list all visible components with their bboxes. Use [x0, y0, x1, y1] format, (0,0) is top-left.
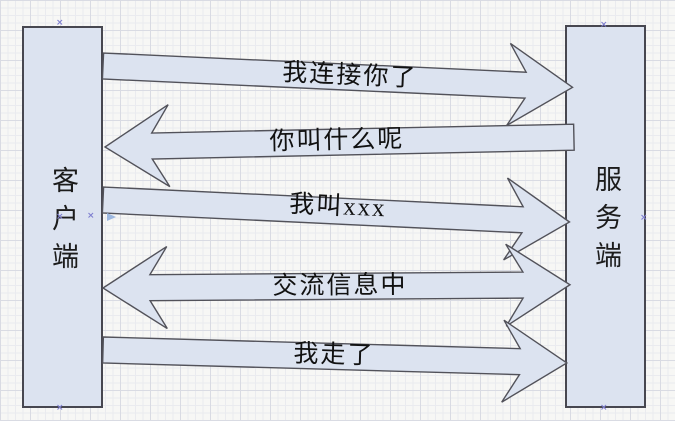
connection-point-x-icon: × — [87, 211, 95, 221]
message-arrow-3[interactable]: 我叫xxx — [101, 159, 571, 263]
connection-point-x-icon: × — [56, 212, 64, 222]
right-arrow-shape[interactable] — [101, 25, 574, 128]
server-box[interactable]: 服务端 — [565, 25, 646, 408]
message-arrow-1[interactable]: 我连接你了 — [101, 25, 574, 128]
left-arrow-shape[interactable] — [103, 96, 575, 188]
right-arrow-shape[interactable] — [101, 159, 571, 263]
message-arrow-4[interactable]: 交流信息中 — [101, 243, 572, 330]
connection-point-x-icon: × — [600, 403, 608, 413]
server-box-label: 服务端 — [591, 165, 621, 279]
client-box-label: 客户端 — [48, 165, 78, 280]
autoconnect-arrow-icon[interactable] — [107, 213, 116, 221]
message-label-3: 我叫xxx — [289, 190, 388, 223]
message-label-4: 交流信息中 — [272, 271, 407, 300]
connection-point-x-icon: × — [640, 213, 648, 223]
connection-point-x-icon: × — [600, 20, 608, 30]
message-arrow-2[interactable]: 你叫什么呢 — [103, 96, 575, 188]
connection-point-x-icon: × — [56, 403, 64, 413]
message-label-2: 你叫什么呢 — [269, 125, 405, 156]
right-arrow-shape[interactable] — [101, 309, 569, 404]
client-box[interactable]: 客户端 — [22, 26, 103, 408]
double-arrow-shape[interactable] — [101, 243, 572, 330]
message-arrow-5[interactable]: 我走了 — [101, 309, 569, 404]
message-label-5: 我走了 — [293, 339, 375, 369]
message-label-1: 我连接你了 — [282, 58, 418, 92]
connection-point-x-icon: × — [56, 18, 64, 28]
